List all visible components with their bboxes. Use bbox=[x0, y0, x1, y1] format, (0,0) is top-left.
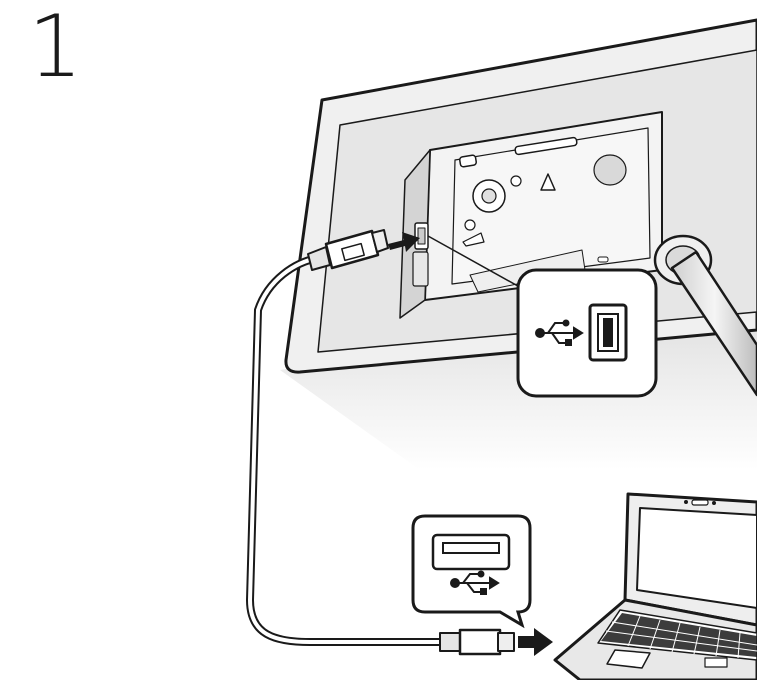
usb-icon bbox=[450, 570, 500, 595]
mini-usb-plug bbox=[307, 229, 389, 271]
callout-line bbox=[427, 235, 526, 291]
mini-usb-port-icon bbox=[588, 303, 628, 362]
usb-a-plug bbox=[439, 628, 515, 656]
usb-icon bbox=[535, 319, 584, 346]
laptop-computer bbox=[553, 492, 757, 680]
frame-port-callout bbox=[516, 268, 658, 398]
usb-a-port-callout bbox=[411, 514, 532, 629]
usb-a-port-icon bbox=[431, 533, 511, 571]
step-number: 1 bbox=[28, 0, 83, 97]
arrow-right-icon bbox=[518, 628, 553, 656]
arrow-right-icon bbox=[388, 232, 420, 252]
